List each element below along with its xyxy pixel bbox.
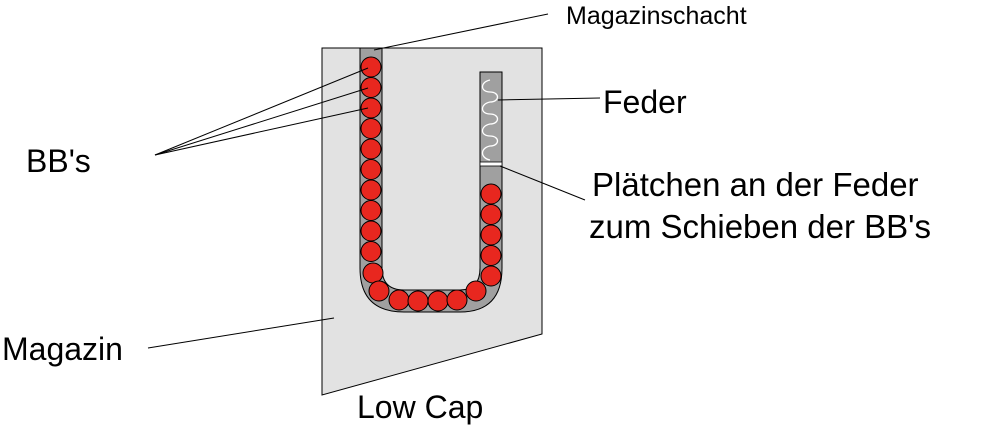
bb-ball	[362, 262, 384, 284]
bb-ball	[465, 280, 487, 302]
label-feder: Feder	[603, 84, 687, 120]
leader-bb-1	[154, 67, 369, 156]
label-bbs: BB's	[26, 143, 91, 179]
label-magazin: Magazin	[2, 331, 123, 367]
bb-group	[360, 56, 502, 312]
bb-ball	[360, 241, 382, 262]
bb-ball	[360, 200, 382, 221]
bb-ball	[480, 183, 502, 205]
bb-ball	[360, 159, 382, 180]
bb-ball	[360, 77, 382, 98]
bb-ball	[480, 245, 502, 266]
bb-ball	[427, 290, 449, 312]
label-magazinschacht: Magazinschacht	[566, 2, 747, 30]
label-plaetchen-line1: Plätchen an der Feder	[592, 166, 919, 203]
label-plaetchen-line2: zum Schieben der BB's	[589, 208, 931, 245]
leader-magazinschacht	[373, 13, 549, 51]
bb-ball	[480, 224, 502, 246]
bb-ball	[360, 118, 382, 139]
bb-ball	[360, 220, 382, 242]
bb-ball	[388, 289, 410, 311]
bb-ball	[480, 204, 502, 225]
leader-bb-3	[154, 107, 369, 156]
bb-ball	[446, 289, 468, 311]
pusher-plate	[479, 161, 503, 167]
bb-ball	[360, 179, 382, 201]
bb-ball	[480, 265, 502, 287]
spring-icon	[481, 79, 499, 161]
bb-ball	[360, 56, 382, 78]
bb-ball	[368, 280, 390, 302]
leader-plaetchen	[499, 165, 586, 201]
bb-ball	[360, 97, 382, 119]
leader-feder	[497, 97, 601, 101]
bb-ball	[407, 290, 429, 312]
bb-ball	[360, 138, 382, 160]
leader-bb-2	[154, 87, 369, 156]
leader-lines	[147, 13, 601, 349]
leader-magazin	[147, 317, 335, 349]
label-low-cap: Low Cap	[357, 389, 483, 425]
